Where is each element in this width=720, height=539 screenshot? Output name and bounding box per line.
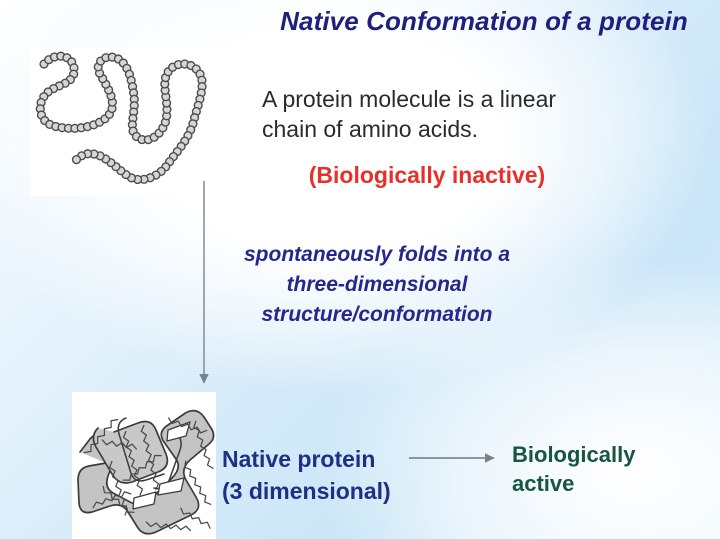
biologically-inactive-label: (Biologically inactive)	[308, 162, 546, 188]
folding-description-text: spontaneously folds into a three-dimensi…	[212, 240, 542, 329]
description-line-1: A protein molecule is a linear	[262, 86, 557, 112]
folding-line-3: structure/conformation	[261, 302, 493, 326]
active-line-2: active	[512, 471, 575, 497]
folding-line-1: spontaneously folds into a	[243, 243, 511, 266]
folded-protein-ribbon-icon	[77, 409, 215, 535]
native-line-1: Native protein	[222, 446, 376, 472]
biologically-active-label: Biologically active	[512, 440, 635, 499]
native-protein-label: Native protein (3 dimensional)	[222, 444, 391, 507]
folding-line-2: three-dimensional	[286, 272, 468, 296]
protein-description-text: A protein molecule is a linear chain of …	[262, 84, 592, 145]
active-line-1: Biologically	[512, 442, 636, 467]
description-line-2: chain of amino acids.	[262, 116, 479, 143]
linear-amino-acid-chain-icon	[35, 51, 207, 185]
slide-title: Native Conformation of a protein	[280, 6, 688, 36]
native-line-2: (3 dimensional)	[222, 477, 391, 504]
